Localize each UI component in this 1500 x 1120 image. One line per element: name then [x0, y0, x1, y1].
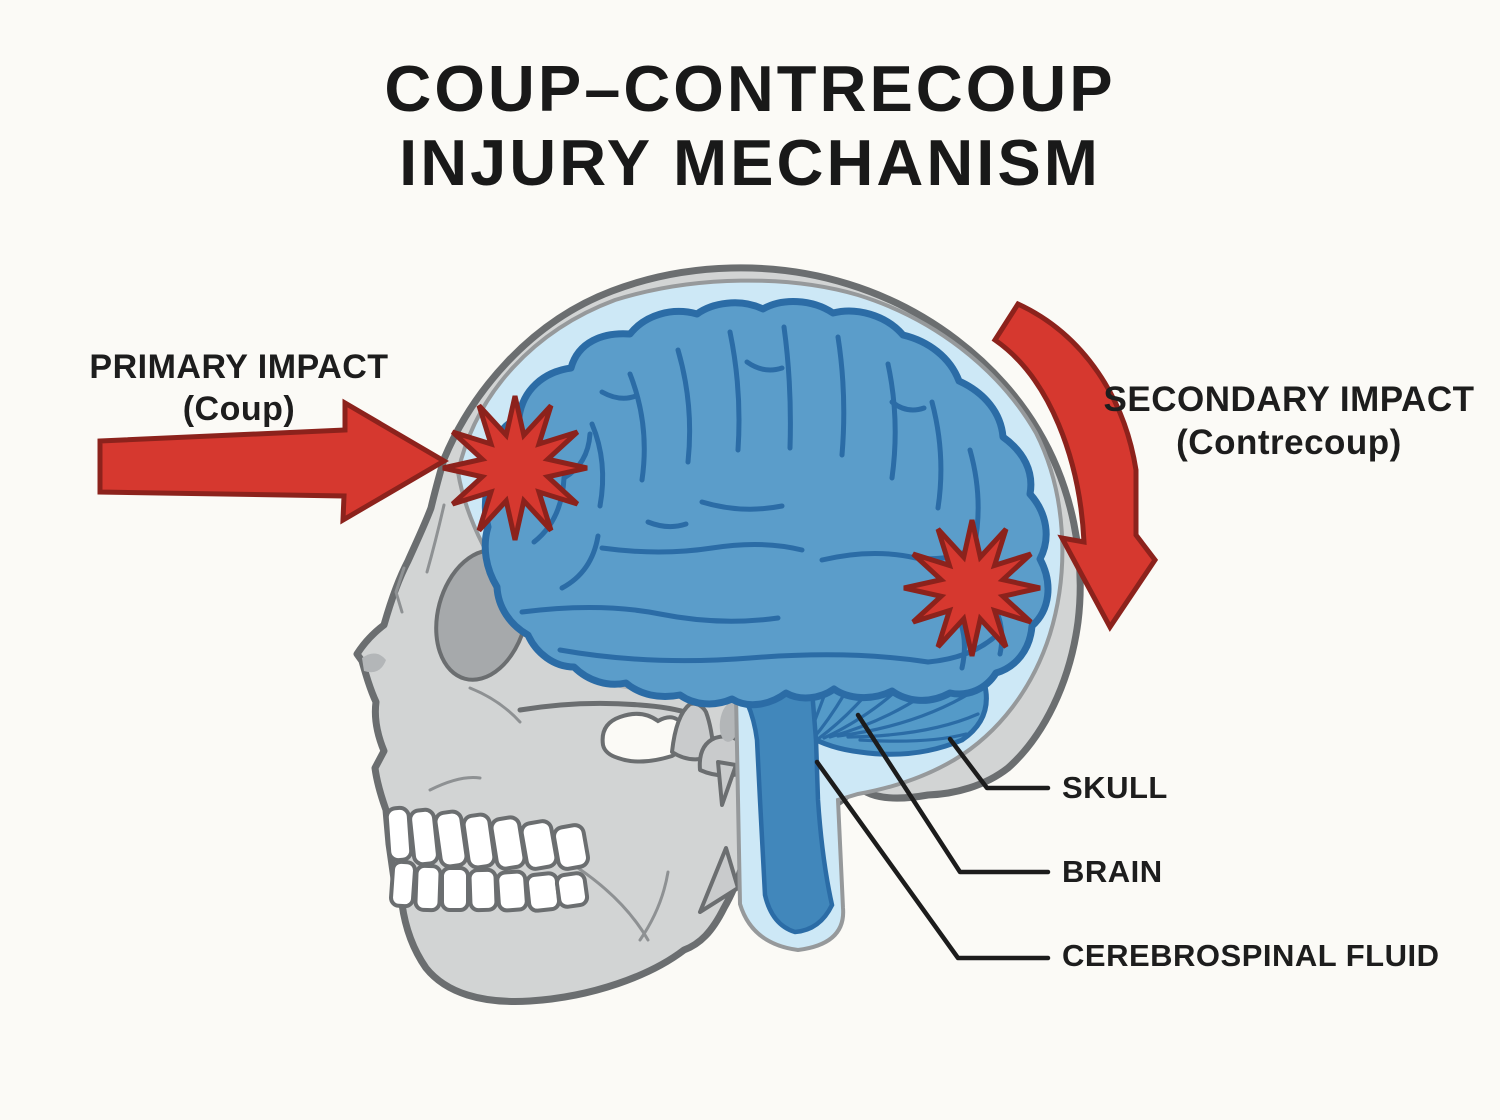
primary-impact-label-line-2: (Coup)	[182, 390, 296, 428]
coup-impact-starburst	[442, 395, 588, 541]
brain-leader-line	[855, 712, 1051, 875]
contrecoup-impact-starburst	[903, 519, 1041, 657]
page-title: COUP–CONTRECOUP INJURY MECHANISM	[384, 52, 1115, 200]
teeth	[384, 805, 590, 913]
secondary-impact-label-line-1: SECONDARY IMPACT	[1103, 380, 1475, 419]
ramus-front-line	[576, 866, 650, 942]
nostril-shadow	[362, 653, 386, 673]
forehead-suture	[425, 503, 446, 574]
primary-impact-label: PRIMARY IMPACT (Coup)	[89, 346, 388, 430]
secondary-impact-arrow	[991, 300, 1159, 632]
title-line-1: COUP–CONTRECOUP	[384, 52, 1116, 125]
title-line-2: INJURY MECHANISM	[399, 126, 1101, 199]
secondary-impact-label: SECONDARY IMPACT (Contrecoup)	[1104, 378, 1475, 464]
maxilla-crease	[428, 776, 482, 792]
skull-label: SKULL	[1062, 770, 1168, 805]
brain-label: BRAIN	[1062, 854, 1163, 889]
styloid-process	[716, 760, 738, 807]
secondary-impact-label-line-2: (Contrecoup)	[1176, 423, 1402, 462]
vertebra-spike	[698, 846, 740, 914]
primary-impact-label-line-1: PRIMARY IMPACT	[89, 348, 389, 386]
primary-impact-arrow	[97, 398, 449, 525]
brain-cerebrum	[481, 298, 1052, 709]
jaw-inner-line	[638, 870, 670, 942]
cerebrospinal-fluid-label: CEREBROSPINAL FLUID	[1062, 938, 1440, 973]
zygomatic-arch	[517, 700, 695, 717]
csf-leader-line	[814, 759, 1051, 961]
leader-lines	[814, 712, 1051, 961]
skull-leader-line	[947, 736, 1051, 791]
cheek-line	[468, 686, 522, 724]
nasal-line	[394, 566, 406, 614]
